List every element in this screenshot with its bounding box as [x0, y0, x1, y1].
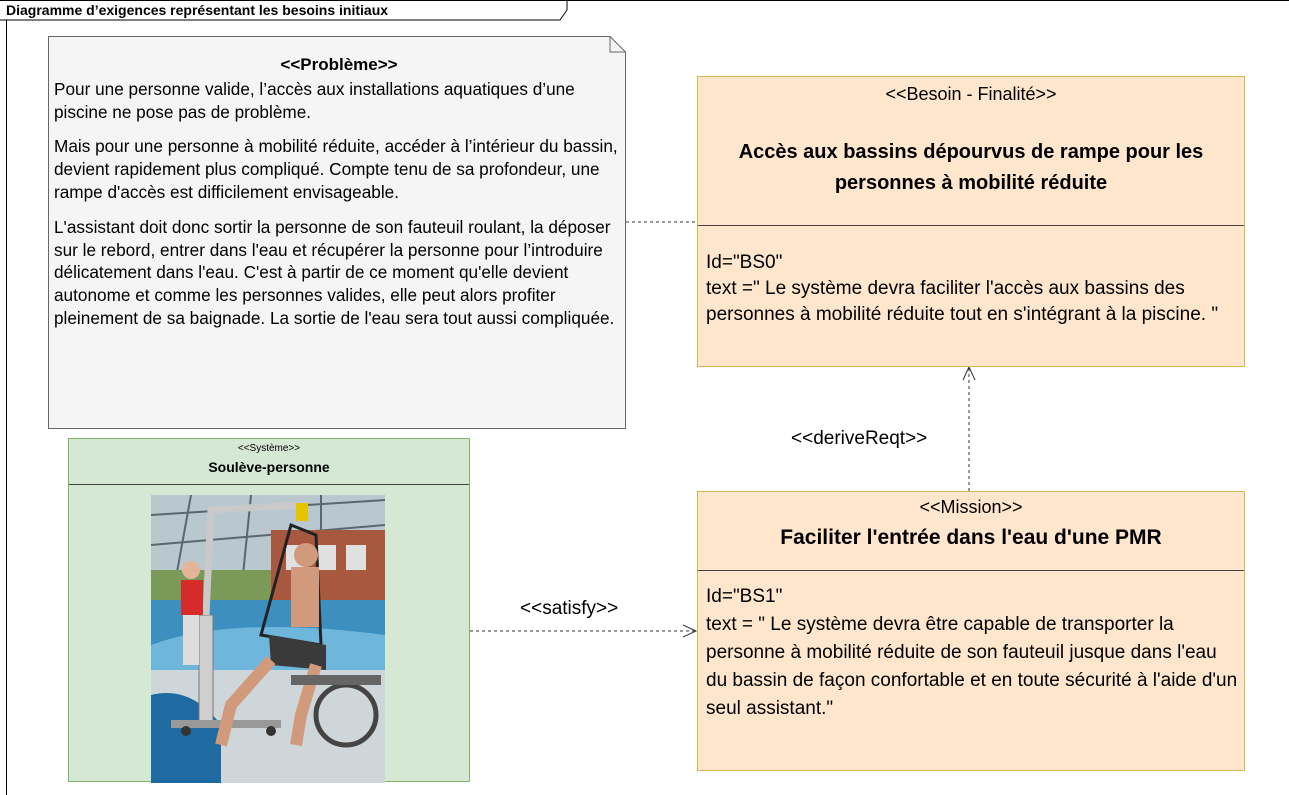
- derive-label: <<deriveReqt>>: [791, 428, 928, 449]
- patient-lift-photo: [151, 495, 385, 783]
- derive-arrowhead: [962, 365, 976, 381]
- requirement-stereotype: <<Mission>>: [919, 497, 1023, 517]
- requirement-text: text =" Le système devra faciliter l'acc…: [706, 278, 1219, 325]
- problem-note[interactable]: <<Problème>> Pour une personne valide, l…: [48, 36, 626, 429]
- note-paragraph: Pour une personne valide, l’accès aux in…: [54, 78, 575, 122]
- requirement-id: Id="BS0": [706, 252, 783, 273]
- block-title: Soulève-personne: [208, 459, 330, 475]
- block-stereotype: <<Système>>: [237, 443, 301, 454]
- note-paragraph: Mais pour une personne à mobilité réduit…: [54, 136, 618, 202]
- block-divider: [69, 484, 469, 485]
- requirement-stereotype: <<Besoin - Finalité>>: [885, 84, 1057, 104]
- satisfy-arrowhead: [682, 624, 698, 638]
- requirement-text: text = " Le système devra être capable d…: [706, 614, 1238, 719]
- requirement-divider: [698, 570, 1244, 571]
- requirement-id: Id="BS1": [706, 586, 783, 607]
- note-stereotype: <<Problème>>: [280, 55, 398, 74]
- diagram-title: Diagramme d’exigences représentant les b…: [6, 2, 389, 18]
- requirement-title: Accès aux bassins dépourvus de rampe pou…: [738, 141, 1204, 194]
- frame-border-top: [0, 0, 1289, 1]
- requirement-title: Faciliter l'entrée dans l'eau d'une PMR: [780, 526, 1162, 549]
- system-block[interactable]: <<Système>> Soulève-personne: [68, 438, 470, 783]
- requirement-divider: [698, 225, 1244, 226]
- note-paragraph: L'assistant doit donc sortir la personne…: [54, 216, 615, 328]
- satisfy-label: <<satisfy>>: [520, 598, 619, 619]
- requirement-bs0[interactable]: <<Besoin - Finalité>> Accès aux bassins …: [697, 76, 1245, 367]
- frame-border-left: [6, 20, 7, 795]
- requirement-bs1[interactable]: <<Mission>> Faciliter l'entrée dans l'ea…: [697, 491, 1245, 771]
